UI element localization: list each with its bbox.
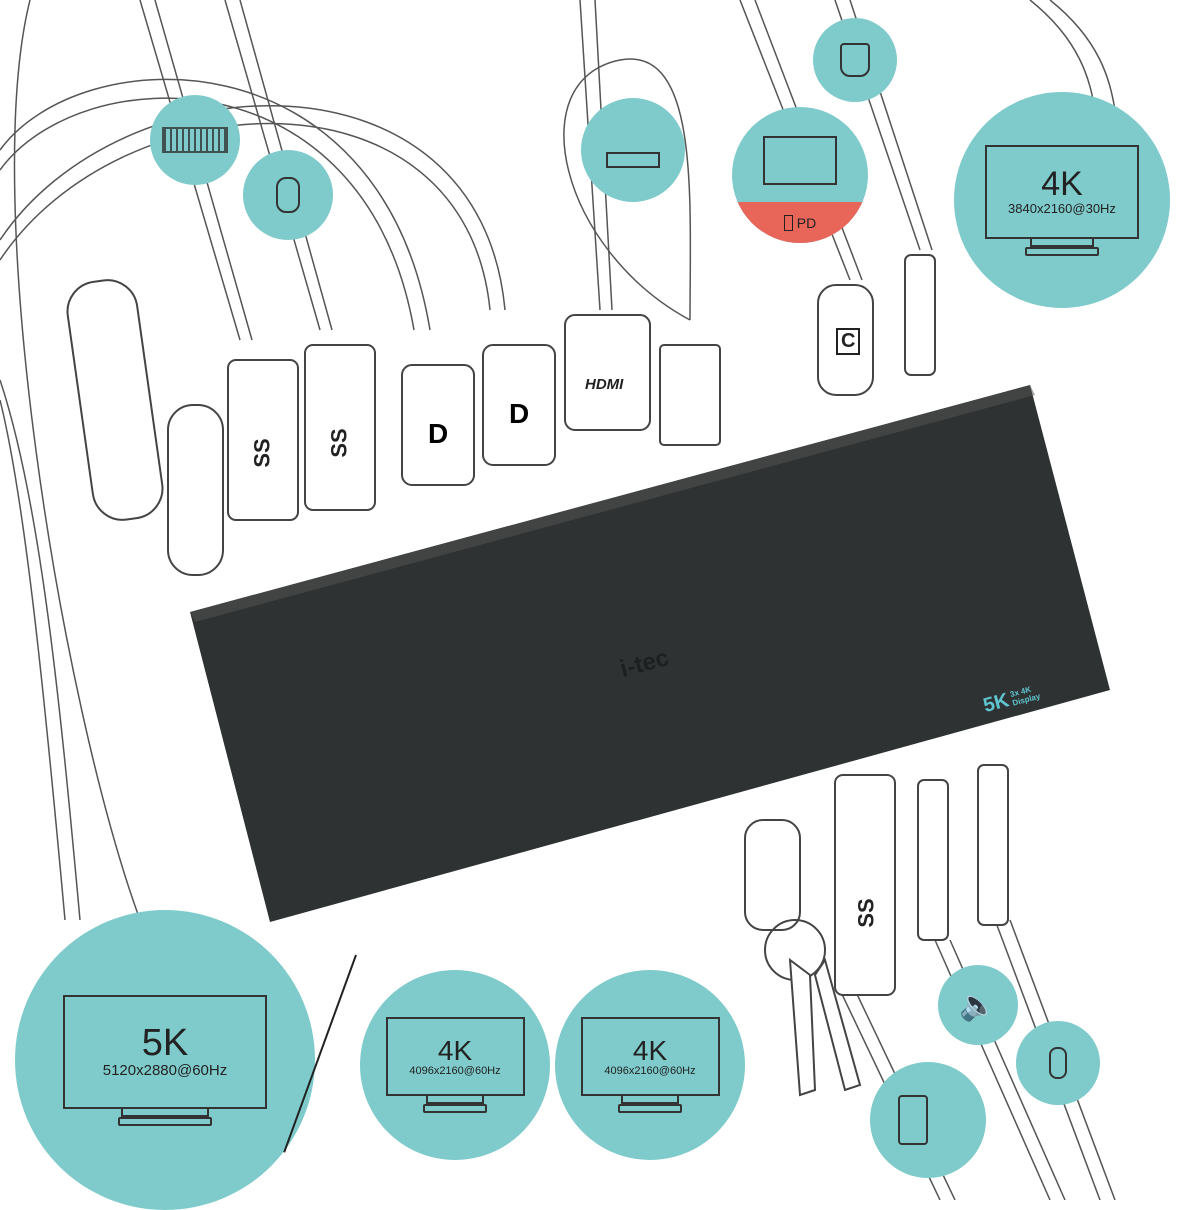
display-resolution: 4096x2160@60Hz bbox=[604, 1064, 696, 1077]
usbc-connector-bottom bbox=[744, 819, 801, 931]
router-icon bbox=[606, 152, 660, 168]
usb3-label-1: SS bbox=[249, 438, 275, 468]
power-plug-icon bbox=[840, 43, 870, 77]
usb3-label-2: SS bbox=[326, 428, 352, 458]
usb3-connector-2 bbox=[304, 344, 376, 511]
speaker-circle: 🔈 bbox=[938, 965, 1018, 1045]
power-connector bbox=[904, 254, 936, 376]
hdmi-connector bbox=[564, 314, 651, 431]
usb3-connector-bottom bbox=[834, 774, 896, 996]
usbc-label: C bbox=[836, 328, 861, 355]
phone-charging-circle bbox=[870, 1062, 986, 1178]
docking-station bbox=[190, 385, 1110, 922]
display-resolution: 3840x2160@30Hz bbox=[1008, 201, 1116, 216]
display-label: 4K bbox=[1041, 165, 1083, 203]
mouse-icon bbox=[276, 177, 300, 213]
display-circle-4k-60hz-2: 4K 4096x2160@60Hz bbox=[555, 970, 745, 1160]
microphone-icon bbox=[1049, 1047, 1067, 1079]
laptop-icon bbox=[763, 135, 837, 185]
display-circle-4k-30hz: 4K 3840x2160@30Hz bbox=[954, 92, 1170, 308]
usbc-connector bbox=[817, 284, 874, 396]
key-1 bbox=[788, 957, 817, 1097]
display-label: 5K bbox=[141, 1022, 189, 1064]
displayport-connector-2 bbox=[482, 344, 556, 466]
usb3-label-bottom: SS bbox=[853, 898, 879, 928]
keyboard-circle bbox=[150, 95, 240, 185]
speaker-icon: 🔈 bbox=[959, 988, 997, 1022]
router-circle bbox=[581, 98, 685, 202]
displayport-icon-2: D bbox=[509, 398, 530, 429]
display-resolution: 4096x2160@60Hz bbox=[409, 1064, 501, 1077]
usb3-connector-1 bbox=[227, 359, 299, 521]
displayport-connector-1 bbox=[401, 364, 475, 486]
mouse-circle bbox=[243, 150, 333, 240]
display-resolution: 5120x2880@60Hz bbox=[102, 1062, 228, 1079]
microphone-circle bbox=[1016, 1021, 1100, 1105]
connectors bbox=[66, 254, 1009, 1097]
display-circle-4k-60hz-1: 4K 4096x2160@60Hz bbox=[360, 970, 550, 1160]
battery-icon bbox=[783, 214, 793, 231]
keyboard-icon bbox=[162, 127, 228, 153]
ethernet-connector bbox=[659, 344, 721, 446]
displayport-icon-1: D bbox=[428, 418, 449, 449]
pd-label: PD bbox=[796, 214, 817, 231]
laptop-circle: PD bbox=[732, 107, 868, 243]
audio-jack-1 bbox=[917, 779, 949, 941]
hdmi-label: HDMI bbox=[585, 376, 624, 393]
display-label: 4K bbox=[632, 1034, 668, 1066]
power-delivery-band: PD bbox=[732, 202, 868, 243]
audio-jack-2 bbox=[977, 764, 1009, 926]
phone-icon bbox=[898, 1095, 928, 1145]
key-2 bbox=[813, 957, 862, 1092]
display-circle-5k: 5K 5120x2880@60Hz bbox=[15, 910, 315, 1210]
display-label: 4K bbox=[437, 1034, 473, 1066]
usb-flash-drive-1 bbox=[66, 279, 164, 521]
usb-flash-drive-2 bbox=[167, 404, 224, 576]
power-plug-circle bbox=[813, 18, 897, 102]
